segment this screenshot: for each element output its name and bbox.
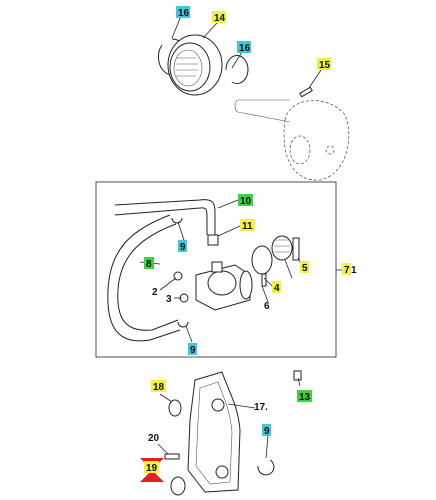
callout-14[interactable]: 14 [214,13,226,24]
clamp-bottom [257,459,275,476]
callout-16-upper-left[interactable]: 16 [178,8,190,19]
o-ring [251,245,273,275]
snap-ring-right [225,55,249,85]
cover-plate [187,371,241,493]
assembly-box [95,181,337,358]
callout-4[interactable]: 4 [274,283,280,294]
callout-9-lower[interactable]: 9 [190,345,196,356]
clamp-upper [171,217,183,224]
callout-16-upper-right[interactable]: 16 [239,43,251,54]
callout-13[interactable]: 13 [299,392,311,403]
callout-10[interactable]: 10 [240,196,252,207]
cover-assembly [157,370,302,496]
callout-1[interactable]: 1 [351,265,357,276]
callout-18[interactable]: 18 [153,382,165,393]
callout-17[interactable]: 17. [254,402,268,413]
callout-11[interactable]: 11 [242,221,253,232]
hose-fitting [207,234,219,246]
callout-19[interactable]: 19 [146,463,158,474]
engine-housing [283,100,350,181]
callout-7[interactable]: 7 [344,265,350,276]
pulley-assembly [157,15,350,181]
callout-labels: 16 14 16 15 10 11 9 8 1 7 2 3 4 5 6 9 13… [146,8,357,474]
callout-highlights [144,6,351,473]
callout-15[interactable]: 15 [319,60,331,71]
clamp-lower [177,321,189,328]
grommet-lower [170,476,186,496]
callout-9-bottom[interactable]: 9 [264,426,270,437]
screw [261,273,267,287]
grommet-upper [168,399,182,417]
callout-3[interactable]: 3 [166,294,172,305]
pin [299,86,313,98]
callout-6[interactable]: 6 [264,301,270,312]
shaft [237,99,291,123]
callout-20[interactable]: 20 [148,433,160,444]
cap-nut [271,235,293,261]
callout-9-upper[interactable]: 9 [180,242,186,253]
pump-assembly [95,181,348,358]
callout-8[interactable]: 8 [146,259,152,270]
callout-5[interactable]: 5 [302,263,308,274]
screw-20 [164,453,180,460]
callout-2[interactable]: 2 [152,287,158,298]
bolt-13 [293,370,302,381]
